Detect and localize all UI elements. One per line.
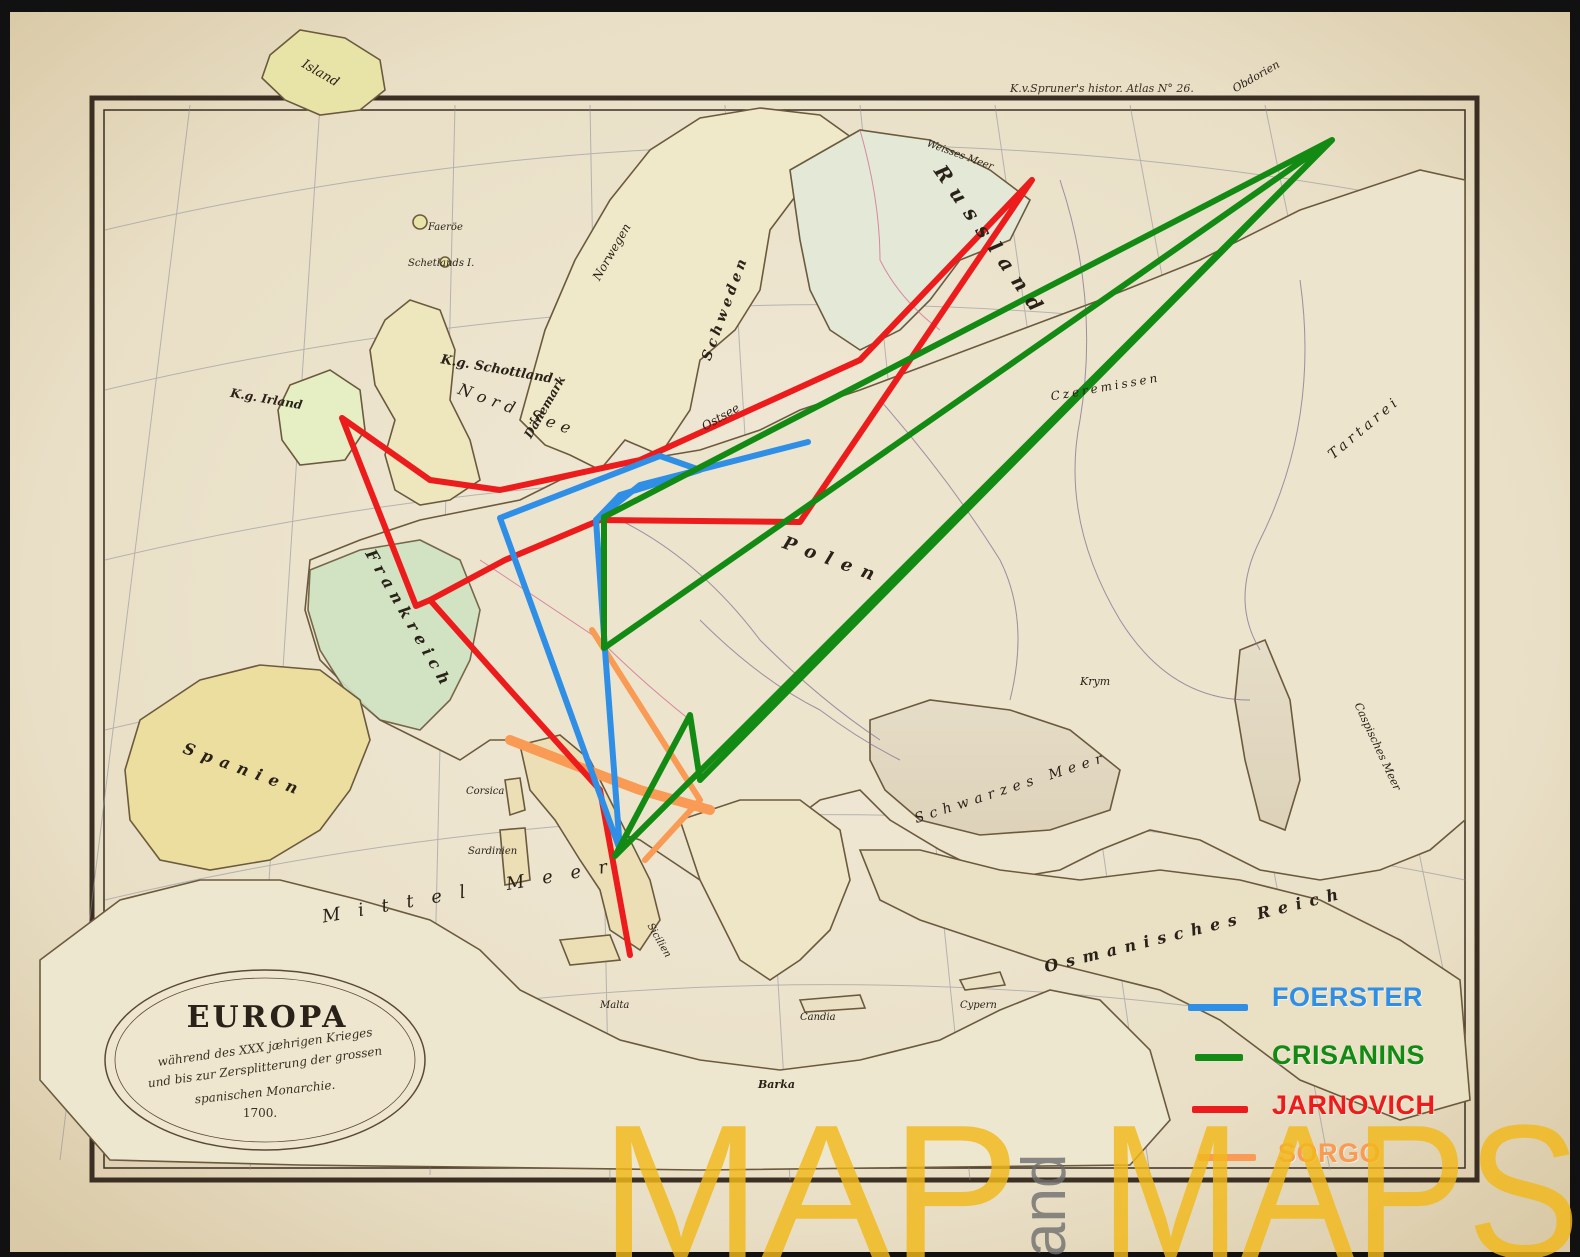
cyprus <box>958 971 1007 991</box>
watermark-and: and <box>1010 1154 1079 1257</box>
rivers-and-borders <box>479 129 1306 761</box>
italian-peninsula <box>519 734 661 952</box>
balkans <box>678 799 851 981</box>
corsica <box>504 777 526 817</box>
legend-swatch-foerster <box>1188 1004 1248 1011</box>
label-cypern: Cypern <box>960 1000 997 1011</box>
france-region <box>307 539 481 731</box>
ireland <box>277 369 366 466</box>
label-krym: Krym <box>1080 675 1111 688</box>
label-corsica: Corsica <box>466 786 505 797</box>
label-faeroe: Faeröe <box>428 222 463 233</box>
route-sorgo <box>589 627 703 863</box>
route-jarnovich-2 <box>427 597 633 958</box>
legend-swatch-jarnovich <box>1192 1106 1248 1113</box>
label-sardinien: Sardinien <box>468 846 518 857</box>
cartouche-line-4: 1700. <box>242 1106 278 1120</box>
iceland <box>261 29 386 116</box>
routes-layer <box>339 137 1335 958</box>
legend-label-sorgo: SORGO <box>1278 1138 1382 1168</box>
cartouche-title: EUROPA <box>186 1000 349 1035</box>
label-schetland: Schetlands I. <box>408 258 475 269</box>
legend-label-jarnovich: JARNOVICH <box>1272 1090 1436 1120</box>
faroe-islands <box>412 214 428 230</box>
crete <box>798 994 867 1013</box>
label-candia: Candia <box>800 1012 836 1023</box>
caspian-sea <box>1234 638 1301 832</box>
finland <box>789 129 1032 351</box>
label-barka: Barka <box>758 1078 795 1091</box>
route-crisanins <box>601 137 1335 859</box>
legend-label-crisanins: CRISANINS <box>1272 1040 1426 1070</box>
shetland-islands <box>439 256 451 268</box>
neat-line-outer <box>89 95 1480 1183</box>
sicily <box>558 934 622 966</box>
legend-swatch-sorgo <box>1198 1154 1256 1161</box>
plate-label: K.v.Spruner's histor. Atlas N° 26. <box>1010 82 1194 95</box>
legend-label-foerster: FOERSTER <box>1272 982 1424 1012</box>
sardinia <box>499 827 531 886</box>
legend-swatch-crisanins <box>1195 1054 1243 1061</box>
watermark-logo: MAP and MAPS <box>600 1100 1580 1257</box>
iberian-peninsula <box>124 664 371 871</box>
anatolia <box>858 849 1471 1121</box>
scandinavia <box>519 107 856 471</box>
black-sea <box>869 699 1121 836</box>
watermark-maps: MAPS <box>1100 1100 1580 1257</box>
label-malta: Malta <box>600 1000 630 1011</box>
watermark-map: MAP <box>600 1100 1020 1257</box>
title-cartouche <box>104 969 426 1151</box>
route-foerster-2 <box>593 439 811 523</box>
